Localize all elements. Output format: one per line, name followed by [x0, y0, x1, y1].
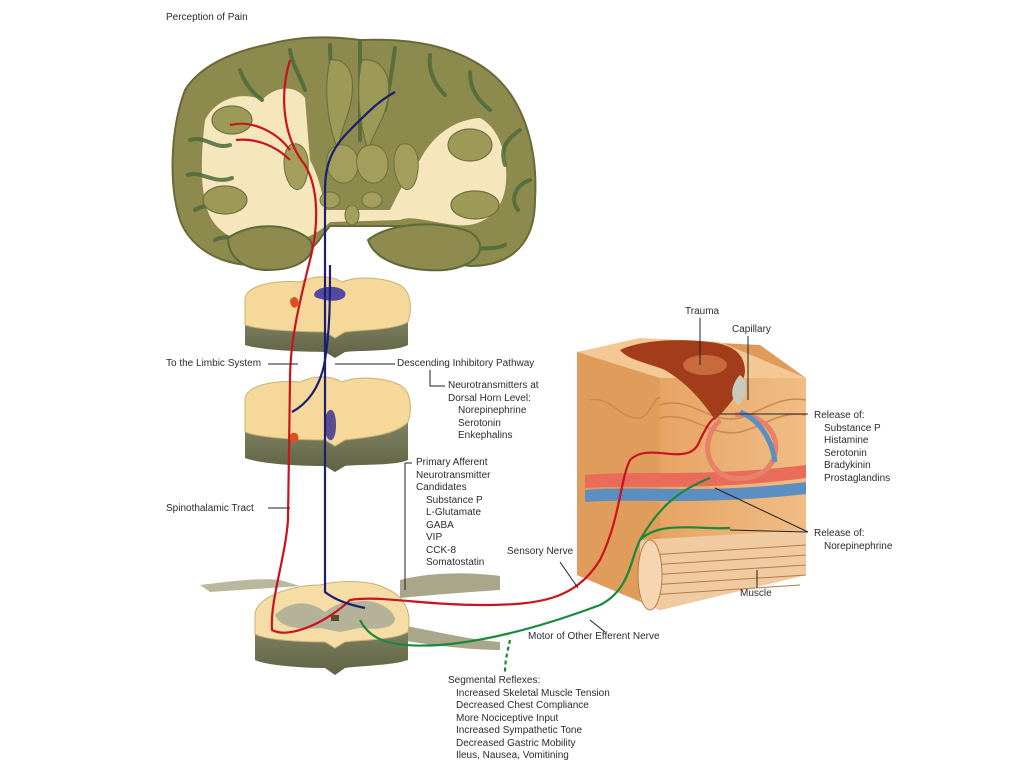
dorsal-horn-header-2: Dorsal Horn Level: — [448, 392, 531, 404]
label-dorsal-horn-neurotransmitters: Neurotransmitters at Dorsal Horn Level: … — [448, 380, 539, 443]
efferent-pathway — [359, 476, 731, 673]
label-spinothalamic-tract: Spinothalamic Tract — [166, 503, 254, 514]
spinal-cord-upper — [244, 276, 411, 358]
brain-section — [171, 36, 537, 272]
segmental-reflex-item: Increased Skeletal Muscle Tension — [456, 687, 610, 699]
spinal-cord-lower — [200, 573, 500, 675]
release-mediators-header: Release of: — [814, 410, 865, 421]
diagram-title: Perception of Pain — [166, 12, 248, 23]
dorsal-horn-header-1: Neurotransmitters at — [448, 380, 539, 391]
primary-afferent-header-2: Neurotransmitter — [416, 469, 491, 481]
primary-afferent-header-3: Candidates — [416, 482, 467, 493]
release-mediator-item: Bradykinin — [824, 460, 871, 471]
leader-lines — [268, 318, 809, 633]
release-norepinephrine-item: Norepinephrine — [824, 540, 893, 552]
dorsal-horn-item: Serotonin — [458, 417, 501, 429]
label-limbic-system: To the Limbic System — [166, 358, 262, 369]
primary-afferent-header-1: Primary Afferent — [416, 457, 488, 468]
label-segmental-reflexes: Segmental Reflexes: Increased Skeletal M… — [448, 675, 610, 763]
ascending-pathway — [229, 59, 716, 634]
label-primary-afferent-neurotransmitters: Primary Afferent Neurotransmitter Candid… — [416, 457, 490, 570]
spinal-cord-middle — [244, 376, 411, 472]
dorsal-horn-item: Enkephalins — [458, 430, 513, 441]
label-sensory-nerve: Sensory Nerve — [507, 546, 574, 557]
segmental-reflexes-header: Segmental Reflexes: — [448, 675, 541, 686]
descending-pathway — [291, 91, 396, 610]
label-muscle: Muscle — [740, 588, 772, 599]
tissue-block — [577, 338, 807, 611]
release-norepinephrine-header: Release of: — [814, 528, 865, 539]
segmental-reflex-item: More Nociceptive Input — [456, 712, 559, 724]
release-mediator-item: Substance P — [824, 422, 881, 434]
release-mediator-item: Serotonin — [824, 447, 867, 459]
release-mediator-item: Prostaglandins — [824, 472, 891, 484]
label-descending-pathway: Descending Inhibitory Pathway — [397, 358, 535, 369]
primary-afferent-item: CCK-8 — [426, 544, 457, 556]
primary-afferent-item: GABA — [426, 519, 454, 531]
label-motor-efferent-nerve: Motor of Other Efferent Nerve — [528, 631, 660, 642]
dorsal-horn-item: Norepinephrine — [458, 405, 527, 416]
segmental-reflex-item: Decreased Gastric Mobility — [456, 737, 576, 749]
label-release-norepinephrine: Release of: Norepinephrine — [814, 528, 892, 553]
primary-afferent-item: Substance P — [426, 494, 483, 506]
label-capillary: Capillary — [732, 324, 771, 335]
label-trauma: Trauma — [685, 306, 720, 317]
primary-afferent-item: L-Glutamate — [426, 507, 482, 518]
release-mediator-item: Histamine — [824, 435, 869, 446]
segmental-reflex-item: Increased Sympathetic Tone — [456, 725, 583, 736]
primary-afferent-item: Somatostatin — [426, 557, 485, 568]
label-release-mediators: Release of: Substance P Histamine Seroto… — [814, 410, 890, 485]
segmental-reflex-item: Ileus, Nausea, Vomitining — [456, 750, 569, 761]
segmental-reflex-item: Decreased Chest Compliance — [456, 700, 589, 711]
primary-afferent-item: VIP — [426, 532, 443, 543]
